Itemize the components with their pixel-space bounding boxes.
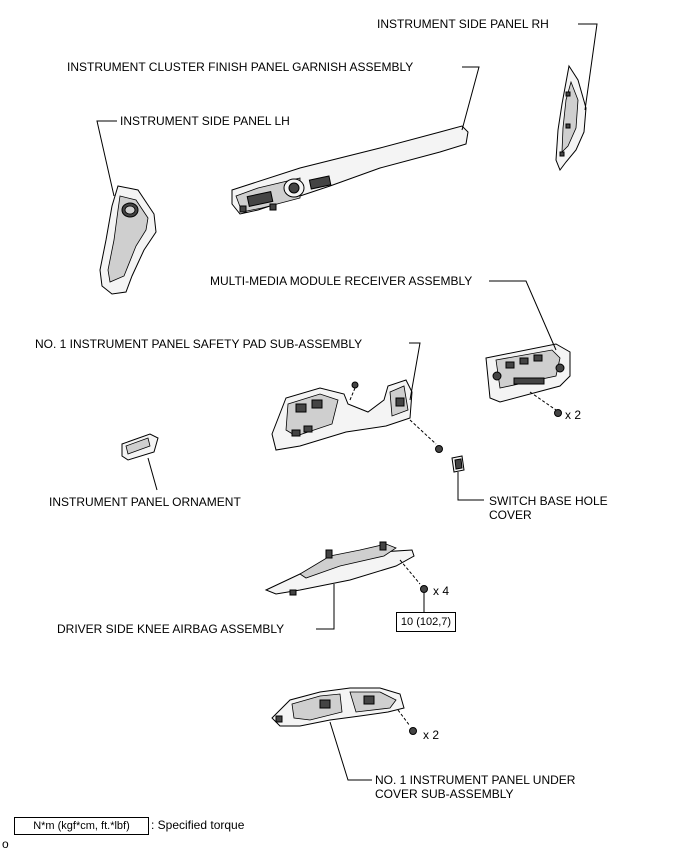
label-cluster-garnish: INSTRUMENT CLUSTER FINISH PANEL GARNISH … (67, 60, 414, 74)
multimedia-bolt (554, 409, 562, 417)
knee-airbag-bolt (420, 585, 428, 593)
label-side-panel-rh: INSTRUMENT SIDE PANEL RH (377, 17, 549, 31)
driver-side-knee-airbag (264, 541, 415, 596)
label-knee-airbag: DRIVER SIDE KNEE AIRBAG ASSEMBLY (57, 622, 285, 636)
corner-mark: o (2, 837, 9, 851)
label-under-cover-line2: COVER SUB-ASSEMBLY (375, 787, 514, 801)
instrument-panel-under-cover (271, 687, 405, 727)
legend-text: : Specified torque (151, 818, 245, 832)
instrument-side-panel-lh (99, 185, 157, 295)
safety-pad-screw-bottom (435, 445, 443, 453)
label-side-panel-lh: INSTRUMENT SIDE PANEL LH (120, 114, 290, 128)
qty-multimedia-bolts: x 2 (565, 408, 582, 422)
instrument-cluster-garnish (231, 125, 469, 215)
label-switch-cover-line2: COVER (489, 508, 532, 522)
label-ornament: INSTRUMENT PANEL ORNAMENT (49, 495, 241, 509)
safety-pad-screw-top (351, 381, 359, 389)
switch-base-hole-cover (451, 455, 465, 473)
label-multimedia: MULTI-MEDIA MODULE RECEIVER ASSEMBLY (210, 274, 473, 288)
instrument-panel-ornament (121, 433, 159, 461)
label-under-cover-line1: NO. 1 INSTRUMENT PANEL UNDER (375, 773, 576, 787)
under-cover-clip (409, 727, 417, 735)
torque-spec-box: 10 (102,7) (396, 612, 456, 632)
multimedia-module-receiver (485, 343, 571, 403)
label-safety-pad: NO. 1 INSTRUMENT PANEL SAFETY PAD SUB-AS… (35, 337, 363, 351)
qty-under-cover-clips: x 2 (423, 728, 440, 742)
qty-knee-airbag-bolts: x 4 (433, 584, 450, 598)
legend-torque-units-box: N*m (kgf*cm, ft.*lbf) (14, 817, 149, 835)
label-switch-cover-line1: SWITCH BASE HOLE (489, 494, 608, 508)
safety-pad (271, 379, 413, 451)
instrument-side-panel-rh (555, 64, 587, 172)
